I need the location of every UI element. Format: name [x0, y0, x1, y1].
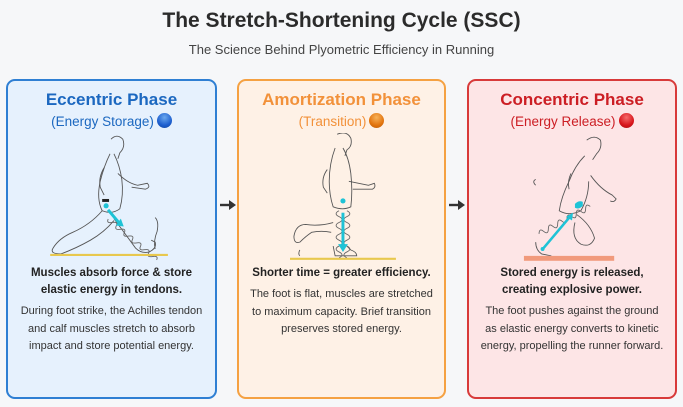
orange-circle-icon: [369, 113, 385, 128]
runner-arm: [590, 175, 617, 203]
amortization-phase-card: Amortization Phase (Transition) Shorter …: [237, 79, 446, 399]
right-arrow-icon: [449, 200, 465, 210]
runner-back-toe: [298, 249, 301, 257]
right-arrow-icon: [220, 200, 236, 210]
runner-front-heel: [154, 217, 159, 250]
phase-subtitle: (Transition): [239, 113, 444, 129]
runner-foot-strike-illustration: [50, 135, 168, 261]
page-title: The Stretch-Shortening Cycle (SSC): [162, 9, 521, 32]
red-circle-icon: [618, 113, 634, 128]
phase-subtitle-text: (Transition): [298, 114, 367, 129]
phase-subtitle: (Energy Storage): [8, 113, 215, 129]
energy-arrow: [338, 198, 348, 252]
runner-back-leg: [51, 210, 115, 255]
phase-subtitle-text: (Energy Release): [510, 114, 616, 129]
runner-knee-leg: [573, 214, 596, 246]
runner-back-foot: [535, 242, 552, 257]
phase-subtitle: (Energy Release): [469, 113, 675, 129]
runner-hand: [533, 178, 537, 186]
phase-subtitle-text: (Energy Storage): [51, 114, 154, 129]
runner-front-foot: [332, 245, 358, 257]
runner-back-arm: [567, 173, 572, 190]
runner-back-arm: [322, 169, 328, 194]
blue-circle-icon: [156, 113, 172, 128]
phase-lead: Stored energy is released, creating expl…: [500, 267, 644, 296]
runner-arm: [348, 180, 376, 190]
energy-arrow: [540, 201, 583, 251]
runner-torso: [558, 155, 590, 215]
phase-description: During foot strike, the Achilles tendon …: [20, 305, 203, 352]
runner-arm: [117, 173, 150, 190]
phase-lead: Shorter time = greater efficiency.: [252, 267, 431, 279]
runner-torso: [98, 153, 123, 213]
runner-torso: [328, 147, 353, 210]
phase-title: Eccentric Phase: [45, 90, 178, 109]
eccentric-phase-card: Eccentric Phase (Energy Storage) Muscles…: [6, 79, 217, 399]
runner-head: [586, 136, 602, 160]
tendon-spring: [335, 210, 351, 259]
ground-strip: [523, 255, 615, 261]
page-subtitle: The Science Behind Plyometric Efficiency…: [188, 42, 495, 57]
concentric-phase-card: Concentric Phase (Energy Release) Stored…: [467, 79, 677, 399]
phase-description: The foot is flat, muscles are stretched …: [250, 288, 433, 335]
phase-description: The foot pushes against the ground as el…: [480, 305, 664, 352]
runner-back-leg: [293, 222, 334, 243]
phase-title: Concentric Phase: [500, 90, 644, 109]
runner-back-arm: [99, 167, 105, 196]
energy-arrow: [103, 203, 124, 227]
runner-head: [110, 135, 125, 159]
phase-lead: Muscles absorb force & store elastic ene…: [30, 267, 193, 296]
phase-title: Amortization Phase: [262, 90, 421, 109]
runner-head: [336, 133, 352, 156]
runner-push-off-illustration: [523, 136, 617, 261]
muscle-marker: [102, 198, 110, 202]
runner-flat-foot-illustration: [290, 133, 396, 260]
tendon-spring: [107, 218, 158, 261]
